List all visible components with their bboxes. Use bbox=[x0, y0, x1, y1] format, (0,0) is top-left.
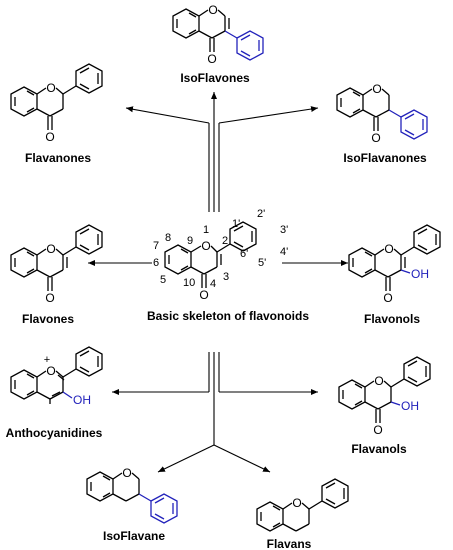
position-9: 9 bbox=[187, 235, 193, 247]
position-7: 7 bbox=[153, 240, 159, 252]
atom-oxygen: O bbox=[384, 242, 393, 256]
position-6: 6 bbox=[153, 257, 159, 269]
position-3-prime: 3' bbox=[280, 224, 288, 236]
position-2-prime: 2' bbox=[257, 208, 265, 220]
position-3: 3 bbox=[223, 271, 229, 283]
structure-flavanones: O O Flavanones bbox=[10, 63, 103, 165]
structure-flavans: O Flavans bbox=[256, 478, 349, 550]
structure-isoflavones: O O IsoFlavones bbox=[172, 3, 264, 85]
label-flavans: Flavans bbox=[267, 537, 312, 550]
label-flavanols: Flavanols bbox=[351, 442, 407, 456]
structure-flavanols: O O OH Flavanols bbox=[338, 356, 431, 456]
atom-oxygen: O bbox=[46, 242, 55, 256]
label-flavanones: Flavanones bbox=[25, 151, 91, 165]
reaction-arrows bbox=[88, 92, 348, 473]
position-6-prime: 6' bbox=[240, 248, 248, 260]
hydroxyl-group: OH bbox=[401, 399, 419, 413]
position-8: 8 bbox=[165, 232, 171, 244]
atom-carbonyl-oxygen: O bbox=[45, 291, 54, 305]
oxonium-charge: + bbox=[44, 354, 50, 366]
label-isoflavane: IsoFlavane bbox=[103, 529, 165, 543]
structure-basic-skeleton: O O 1 2 3 4 5 6 7 8 9 10 1' 2' 3' 4' 5' … bbox=[147, 208, 309, 323]
atom-carbonyl-oxygen: O bbox=[45, 130, 54, 144]
atom-carbonyl-oxygen: O bbox=[199, 288, 208, 302]
position-2: 2 bbox=[222, 235, 228, 247]
atom-oxygen: O bbox=[122, 466, 131, 480]
position-5-prime: 5' bbox=[258, 257, 266, 269]
position-1: 1 bbox=[203, 224, 209, 236]
atom-oxygen: O bbox=[201, 239, 210, 253]
structure-isoflavanones: O O IsoFlavanones bbox=[336, 82, 428, 165]
label-flavones: Flavones bbox=[22, 312, 74, 326]
structure-flavones: O O Flavones bbox=[10, 224, 103, 326]
label-anthocyanidines: Anthocyanidines bbox=[6, 426, 103, 440]
atom-carbonyl-oxygen: O bbox=[207, 52, 216, 66]
arrow-to-isoflavane bbox=[157, 444, 215, 473]
structure-anthocyanidines: O + OH Anthocyanidines bbox=[6, 346, 103, 440]
atom-oxygen: O bbox=[374, 374, 383, 388]
arrow-to-flavanones bbox=[125, 106, 210, 124]
position-10: 10 bbox=[183, 277, 195, 289]
atom-carbonyl-oxygen: O bbox=[383, 291, 392, 305]
label-flavonols: Flavonols bbox=[364, 312, 420, 326]
atom-oxygen: O bbox=[208, 3, 217, 17]
hydroxyl-group: OH bbox=[411, 267, 429, 281]
position-1-prime: 1' bbox=[232, 218, 240, 230]
title-basic-skeleton: Basic skeleton of flavonoids bbox=[147, 309, 309, 323]
position-4-prime: 4' bbox=[280, 246, 288, 258]
atom-oxonium-oxygen: O bbox=[46, 364, 55, 378]
atom-oxygen: O bbox=[292, 496, 301, 510]
position-5: 5 bbox=[160, 274, 166, 286]
position-4: 4 bbox=[210, 278, 216, 290]
structure-flavonols: O O OH Flavonols bbox=[348, 224, 441, 326]
arrow-to-flavans bbox=[213, 444, 271, 473]
atom-oxygen: O bbox=[372, 82, 381, 96]
label-isoflavones: IsoFlavones bbox=[180, 71, 250, 85]
arrow-to-isoflavanones bbox=[218, 106, 319, 124]
atom-oxygen: O bbox=[46, 81, 55, 95]
label-isoflavanones: IsoFlavanones bbox=[343, 151, 427, 165]
atom-carbonyl-oxygen: O bbox=[373, 423, 382, 437]
structure-isoflavane: O IsoFlavane bbox=[86, 466, 178, 543]
hydroxyl-group: OH bbox=[73, 393, 91, 407]
atom-carbonyl-oxygen: O bbox=[371, 131, 380, 145]
